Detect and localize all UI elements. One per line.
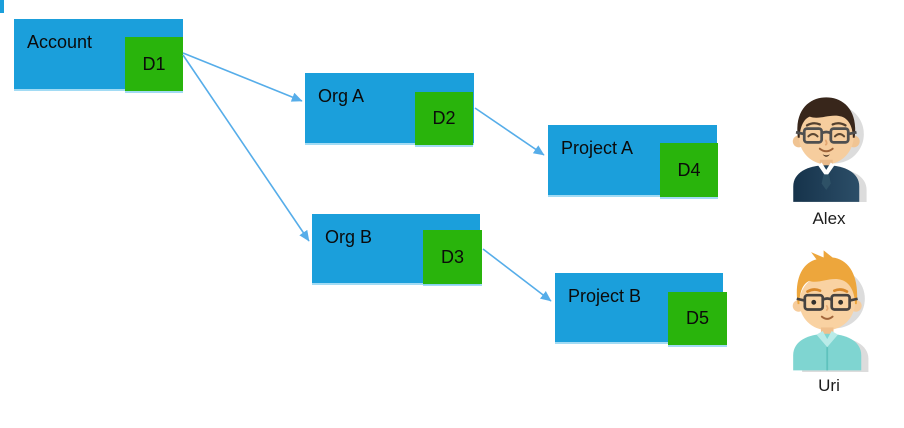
node-org-a-label: Org A: [318, 86, 365, 106]
edge-d3-project-b: [482, 248, 552, 302]
uri-avatar-icon: [792, 250, 869, 372]
corner-fragment: [0, 0, 4, 13]
glasses-icon: [796, 293, 858, 311]
edge-d2-project-a: [474, 107, 545, 156]
user-alex-name: Alex: [812, 209, 846, 228]
node-org-b-label: Org B: [325, 227, 373, 247]
glasses-icon: [795, 127, 857, 144]
alex-avatar-icon: [792, 97, 867, 202]
user-alex[interactable]: Alex: [779, 90, 879, 229]
node-project-b-label: Project B: [568, 286, 642, 306]
node-org-b[interactable]: Org B D3: [312, 214, 482, 284]
badge-d1-label: D1: [142, 53, 166, 74]
badge-d2[interactable]: D2: [415, 92, 473, 145]
badge-d4[interactable]: D4: [660, 143, 718, 197]
badge-d3-label: D3: [440, 246, 464, 267]
badge-d1[interactable]: D1: [125, 37, 183, 91]
node-org-a[interactable]: Org A D2: [305, 73, 474, 145]
node-project-b[interactable]: Project B D5: [555, 273, 727, 345]
user-uri-name: Uri: [818, 376, 840, 395]
node-project-a-label: Project A: [561, 138, 634, 158]
user-uri[interactable]: Uri: [779, 247, 879, 396]
badge-d5[interactable]: D5: [668, 292, 727, 345]
badge-d3[interactable]: D3: [423, 230, 482, 284]
badge-d4-label: D4: [677, 159, 701, 180]
node-project-a[interactable]: Project A D4: [548, 125, 718, 197]
node-account-label: Account: [27, 32, 93, 52]
badge-d5-label: D5: [685, 308, 709, 328]
edge-d1-org-a: [182, 52, 303, 102]
node-account[interactable]: Account D1: [14, 19, 183, 91]
edge-d1-org-b: [182, 54, 310, 242]
badge-d2-label: D2: [432, 108, 456, 128]
